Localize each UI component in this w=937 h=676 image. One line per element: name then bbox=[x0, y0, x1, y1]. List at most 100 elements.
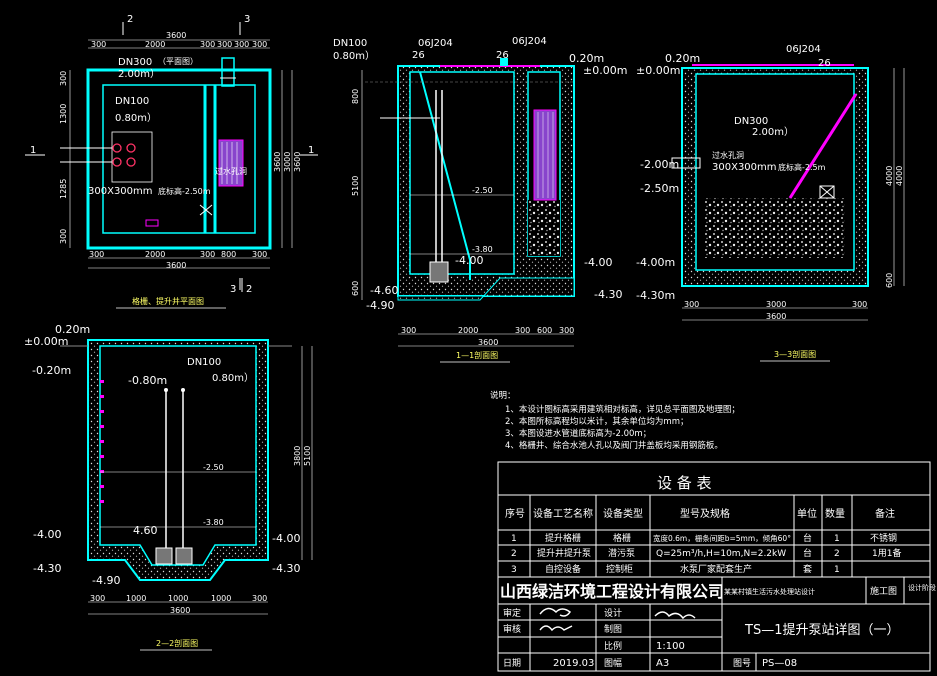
plan-section-mark-2-top: 2 bbox=[127, 14, 133, 25]
s33-level-base: -4.30m bbox=[636, 289, 675, 302]
plan-opening: 300X300mm bbox=[88, 186, 153, 197]
equipment-header-type: 设备类型 bbox=[603, 507, 643, 520]
plan-dim-right-1: 3600 bbox=[273, 152, 282, 172]
signature-approve bbox=[539, 607, 572, 617]
plan-outlet-level: 0.80m） bbox=[115, 112, 157, 124]
plan-dim-bottom-2: 2000 bbox=[145, 250, 165, 259]
plan-section-mark-1-left: 1 bbox=[30, 145, 36, 156]
equipment-cell-2-unit: 台 bbox=[803, 547, 812, 559]
s11-level-low: -3.80 bbox=[472, 245, 493, 254]
s22-dim-right-1: 3800 bbox=[293, 446, 302, 466]
plan-dim-bottom-4: 800 bbox=[221, 250, 236, 259]
s11-dim-bottom-1: 300 bbox=[401, 326, 416, 335]
plan-dim-total-top: 3600 bbox=[166, 31, 186, 40]
s33-opening-level: 底标高-2.5m bbox=[778, 162, 826, 172]
equipment-cell-1-index: 1 bbox=[511, 534, 517, 544]
plan-dim-top-4: 300 bbox=[217, 40, 232, 49]
s22-level-ground: ±0.00m bbox=[24, 335, 68, 348]
s22-level-ground2: -0.20m bbox=[32, 364, 71, 377]
drawing-no-label: 图号 bbox=[733, 658, 751, 669]
s11-level-ground: ±0.00m bbox=[583, 64, 627, 77]
s11-level-right-floor: -4.00 bbox=[584, 256, 612, 269]
row-label-date: 日期 bbox=[503, 658, 521, 669]
col-label-scale: 比例 bbox=[604, 640, 622, 652]
col-label-size: 图幅 bbox=[604, 657, 622, 669]
section-2-2: 0.20m ±0.00m -0.20m -0.80m DN100 0.80m） … bbox=[24, 323, 313, 651]
plan-dim-top-5: 300 bbox=[234, 40, 249, 49]
s22-level-floor-right: -4.00 bbox=[272, 532, 300, 545]
plan-outlet-label: DN100 bbox=[115, 96, 149, 107]
s11-dim-bottom-2: 2000 bbox=[458, 326, 478, 335]
s11-ref-1: 06J204 bbox=[418, 38, 453, 49]
s11-dim-left-2: 5100 bbox=[351, 176, 360, 196]
equipment-title: 设 备 表 bbox=[657, 474, 712, 492]
s33-dim-right-2: 600 bbox=[885, 273, 894, 288]
s33-ref-num: 26 bbox=[818, 58, 831, 69]
plan-grille-label: 过水孔洞 bbox=[215, 166, 247, 176]
s11-dim-left-3: 600 bbox=[351, 281, 360, 296]
s22-level-sump: -4.90 bbox=[92, 574, 120, 587]
plan-dim-right-3: 3600 bbox=[293, 152, 302, 172]
s11-dim-bottom-5: 300 bbox=[559, 326, 574, 335]
equipment-cell-2-name: 提升井提升泵 bbox=[537, 547, 591, 559]
s22-level-mid: -2.50 bbox=[203, 463, 224, 472]
s11-level-base2: -4.30 bbox=[594, 288, 622, 301]
equipment-cell-1-name: 提升格栅 bbox=[545, 532, 581, 544]
drawing-scale: 1:100 bbox=[656, 641, 685, 652]
notes-line-2: 2、本图所标高程均以米计，其余单位均为mm； bbox=[505, 416, 688, 427]
s33-dim-right-1: 4000 bbox=[885, 166, 894, 186]
col-label-design: 设计 bbox=[604, 607, 622, 619]
plan-section-mark-3-bottom: 3 bbox=[230, 284, 236, 295]
s11-dim-bottom-4: 600 bbox=[537, 326, 552, 335]
equipment-cell-3-spec: 水泵厂家配套生产 bbox=[680, 563, 752, 575]
s33-level-top: 0.20m bbox=[665, 52, 700, 65]
plan-pipe-label: DN300 bbox=[118, 57, 152, 68]
s22-dim-bottom-5: 300 bbox=[252, 594, 267, 603]
equipment-header-index: 序号 bbox=[505, 507, 525, 520]
s33-level-pipe: -2.00m bbox=[640, 158, 679, 171]
s22-dim-right-2: 5100 bbox=[303, 446, 312, 466]
plan-dim-left-2: 1300 bbox=[59, 104, 68, 124]
row-label-approve: 审定 bbox=[503, 607, 521, 619]
plan-dim-bottom-3: 300 bbox=[200, 250, 215, 259]
project-name: 某某村镇生活污水处理站设计 bbox=[724, 587, 815, 596]
s33-dim-bottom-2: 3000 bbox=[766, 300, 786, 309]
equipment-cell-3-type: 控制柜 bbox=[606, 563, 633, 575]
s22-dim-total: 3600 bbox=[170, 606, 190, 615]
equipment-cell-2-spec: Q=25m³/h,H=10m,N=2.2kW bbox=[656, 549, 786, 559]
s33-opening: 300X300mm bbox=[712, 162, 777, 173]
equipment-cell-3-name: 自控设备 bbox=[545, 563, 581, 575]
s22-level-pipe: -0.80m bbox=[128, 374, 167, 387]
plan-dim-right-2: 3000 bbox=[283, 152, 292, 172]
row-label-review: 审核 bbox=[503, 623, 521, 635]
s22-level-pit: 4.60 bbox=[133, 524, 158, 537]
s33-dim-right-3: 4000 bbox=[895, 166, 904, 186]
plan-dim-left-1: 300 bbox=[59, 71, 68, 86]
plan-title: 格栅、提升井平面图 bbox=[132, 296, 204, 306]
equipment-header-name: 设备工艺名称 bbox=[533, 507, 593, 520]
notes-title: 说明： bbox=[490, 390, 516, 401]
s22-outlet-label: DN100 bbox=[187, 357, 221, 368]
s11-level-pit: -4.60 bbox=[370, 284, 398, 297]
s22-dim-bottom-1: 300 bbox=[90, 594, 105, 603]
s11-ref-num-2: 26 bbox=[496, 50, 509, 61]
stage-label: 设计阶段 bbox=[908, 583, 936, 592]
drawing-size: A3 bbox=[656, 658, 669, 669]
s11-ref-num-1: 26 bbox=[412, 50, 425, 61]
notes: 说明： 1、本设计图标高采用建筑相对标高，详见总平面图及地理图； 2、本图所标高… bbox=[490, 390, 740, 451]
section-3-3: 0.20m ±0.00m -2.00m -2.50m -4.00m -4.30m… bbox=[636, 44, 905, 362]
plan-section-mark-3-top: 3 bbox=[244, 14, 250, 25]
table-row: 1 提升格栅 格栅 宽度0.6m，栅条间距b=5mm，倾角60° 台 1 不锈钢 bbox=[511, 532, 897, 544]
s33-level-ground: ±0.00m bbox=[636, 64, 680, 77]
s11-level-mid: -2.50 bbox=[472, 186, 493, 195]
s22-level-base-right: -4.30 bbox=[272, 562, 300, 575]
plan-dim-top-3: 300 bbox=[200, 40, 215, 49]
equipment-header-remark: 备注 bbox=[875, 507, 895, 520]
plan-dim-left-4: 300 bbox=[59, 229, 68, 244]
s33-pipe-level: 2.00m） bbox=[752, 126, 794, 138]
section-1-1: 0.20m ±0.00m -2.50 -3.80 -4.00 -4.00 -4.… bbox=[333, 36, 627, 363]
title-block bbox=[497, 576, 931, 672]
equipment-header-spec: 型号及规格 bbox=[680, 507, 730, 520]
s33-level-floor: -4.00m bbox=[636, 256, 675, 269]
